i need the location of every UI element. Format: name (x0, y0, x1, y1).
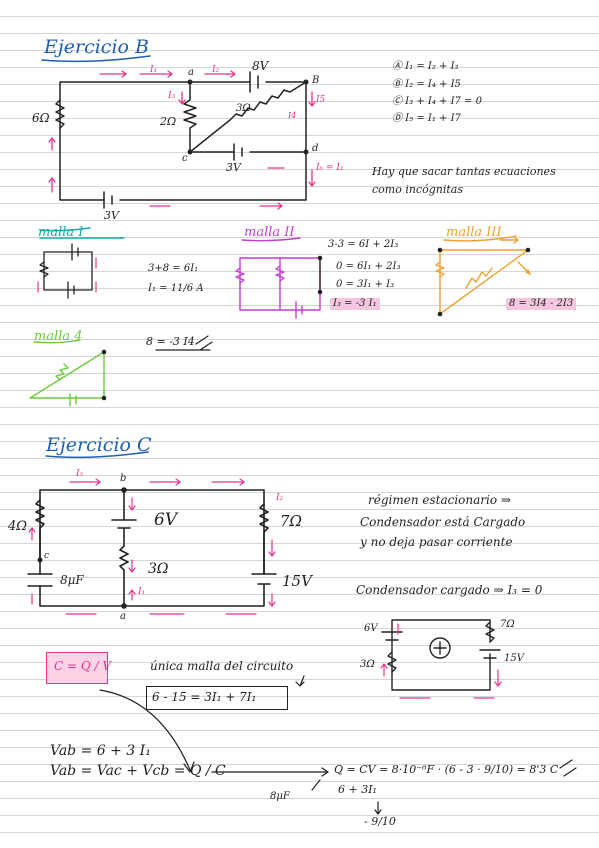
malla-3-sketch (435, 235, 531, 315)
title-underline-b (41, 55, 151, 63)
sub-fraction: - 9/10 (364, 815, 396, 828)
small-circuit-c (381, 619, 501, 691)
title-underline-c (45, 451, 149, 459)
circuit-c (27, 489, 277, 607)
label-4ohm: 4Ω (8, 519, 28, 534)
malla-1-circuit (39, 243, 93, 299)
label-3v-inner: 3V (226, 161, 241, 174)
currents-c (28, 478, 276, 615)
current-i3: I₃ (168, 91, 176, 101)
note-incognitas: como incógnitas (372, 183, 463, 196)
malla-1-sketch (39, 227, 125, 239)
malla-1-eq1: 3+8 = 6I₁ (148, 263, 199, 274)
current-i1: I₁ (150, 65, 158, 75)
note-cargado: Condensador cargado ⇒ I₃ = 0 (356, 583, 543, 597)
malla-2-eq3: 0 = 3I₁ + I₃ (336, 279, 395, 290)
note-ecuaciones: Hay que sacar tantas ecuaciones (372, 165, 556, 178)
formula-c-q-v: C = Q / V (54, 659, 112, 673)
malla-2-title: malla II (244, 225, 295, 240)
cap-note: 8μF (270, 791, 290, 802)
small-15v: 15V (504, 653, 524, 664)
node-c: c (182, 153, 188, 164)
note-regimen: régimen estacionario ⇒ (368, 493, 511, 507)
note-corriente: y no deja pasar corriente (360, 535, 513, 549)
current-i5: I5 (316, 95, 326, 105)
equation-b: Ⓑ I₂ = I₄ + I5 (392, 79, 461, 90)
equation-d: Ⓓ I₅ = I₁ + I7 (392, 113, 461, 124)
q-calculation: Q = CV = 8·10⁻⁶F · (6 - 3 · 9/10) = 8'3 … (334, 763, 559, 776)
malla-2-eq4: I₃ = -3 I₁ (330, 298, 380, 310)
circuit-b (55, 71, 307, 209)
current-i6: I₆ = I₁ (316, 163, 344, 173)
current-i4: I4 (288, 111, 297, 120)
malla-1-eq2: I₁ = 11/6 A (148, 283, 204, 294)
equation-malla: 6 - 15 = 3I₁ + 7I₁ (152, 690, 257, 704)
node-b: B (312, 75, 320, 86)
malla-2-eq1: 3-3 = 6I + 2I₃ (328, 239, 399, 250)
label-7ohm: 7Ω (280, 512, 302, 530)
label-8v: 8V (252, 59, 269, 73)
malla-2-eq2: 0 = 6I₁ + 2I₃ (336, 261, 401, 272)
long-arrow (211, 767, 329, 777)
formula-box (46, 652, 108, 684)
current-i2: I₂ (212, 65, 220, 75)
current-i2-c: I₂ (276, 493, 284, 503)
small-7ohm: 7Ω (500, 619, 515, 630)
sub-expression: 6 + 3I₁ (338, 783, 377, 796)
node-b-c: b (120, 473, 127, 484)
current-i3-c: I₃ (76, 469, 84, 479)
note-unica-malla: única malla del circuito (150, 659, 294, 673)
malla-4-eq: 8 = -3 I4 (146, 335, 195, 348)
node-d: d (312, 143, 319, 154)
title-ejercicio-c: Ejercicio C (46, 434, 152, 456)
equation-a: Ⓐ I₁ = I₂ + I₃ (392, 61, 459, 72)
equation-box (146, 686, 288, 710)
malla-3-eq: 8 = 3I4 - 2I3 (506, 298, 577, 310)
malla-4-title: malla 4 (34, 329, 83, 344)
current-i1-c: I₁ (138, 587, 146, 597)
title-ejercicio-b: Ejercicio B (44, 36, 149, 58)
currents-b (48, 70, 316, 210)
label-6ohm: 6Ω (32, 111, 50, 125)
malla-1-title: malla I (38, 225, 84, 240)
label-15v: 15V (282, 572, 312, 590)
malla-2-sketch (235, 237, 321, 319)
label-3ohm: 3Ω (236, 103, 251, 114)
small-6v: 6V (364, 623, 378, 634)
pointer-arrow (99, 689, 191, 771)
small-3ohm: 3Ω (360, 659, 375, 670)
label-capacitor: 8μF (60, 573, 84, 587)
node-c-c: c (44, 551, 50, 561)
node-a-c: a (120, 611, 126, 622)
malla-3-title: malla III (446, 225, 502, 240)
label-3ohm-c: 3Ω (148, 561, 169, 577)
note-condensador: Condensador está Cargado (360, 515, 526, 529)
vab-line-1: Vab = 6 + 3 I₁ (50, 743, 151, 759)
malla-4-sketch (29, 339, 105, 407)
equation-c: Ⓒ I₃ + I₄ + I7 = 0 (392, 96, 482, 107)
label-3v-bottom: 3V (104, 209, 119, 222)
vab-line-2: Vab = Vac + Vcb = Q / C (50, 763, 226, 779)
label-2ohm: 2Ω (160, 115, 177, 128)
node-a: a (188, 67, 194, 78)
label-6v: 6V (154, 510, 178, 530)
